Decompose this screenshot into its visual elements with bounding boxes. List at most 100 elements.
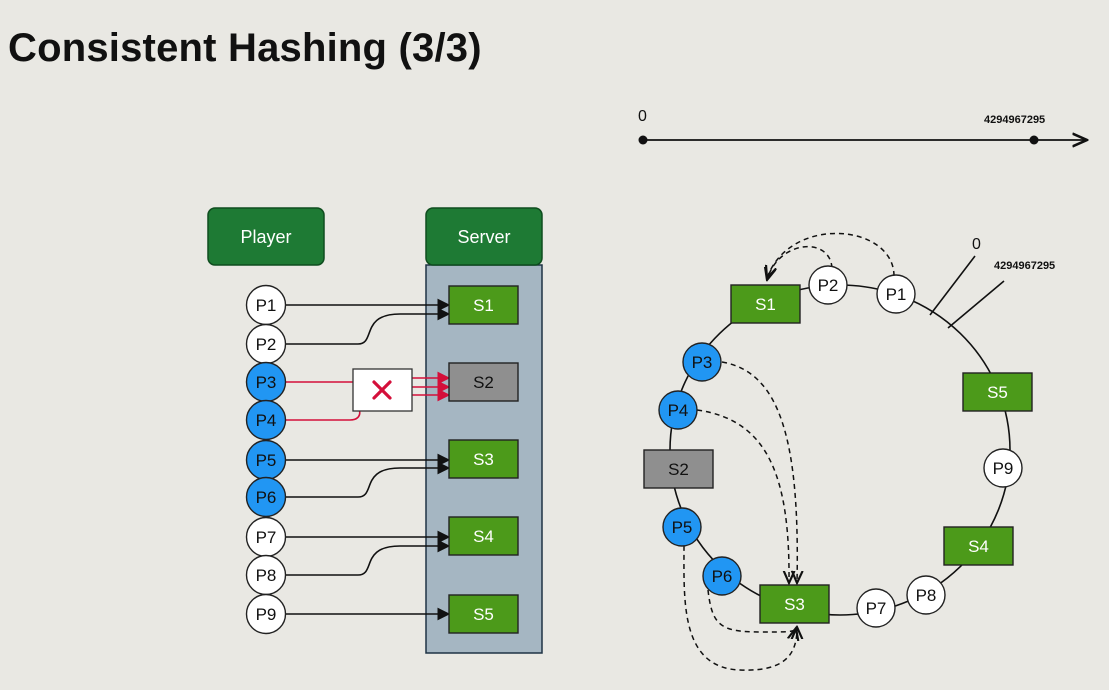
player-label: P6 [712, 567, 733, 586]
remap-p6-s3 [707, 589, 796, 632]
player-circle [245, 593, 287, 635]
player-label: P9 [993, 459, 1014, 478]
player-label: P4 [668, 401, 689, 420]
link-p2-s1 [285, 307, 451, 345]
hash-range-end-dot [1029, 135, 1039, 145]
player-circle [906, 575, 946, 615]
server-label: S5 [987, 383, 1008, 402]
server-node-s1: S1 [448, 285, 519, 325]
ring-max-label: 4294967295 [994, 260, 1055, 272]
server-node-s5: S5 [962, 372, 1033, 412]
server-box [759, 584, 830, 624]
server-box [448, 362, 519, 402]
player-label: P3 [692, 353, 713, 372]
player-label: P9 [256, 605, 277, 624]
server-node-s5: S5 [448, 594, 519, 634]
server-node-s1: S1 [730, 284, 801, 324]
player-label: P1 [256, 296, 277, 315]
player-label: P8 [256, 566, 277, 585]
server-box [643, 449, 714, 489]
hash-range-min-label: 0 [638, 108, 647, 125]
server-label: S3 [784, 595, 805, 614]
server-label: S3 [473, 450, 494, 469]
server-header: Server [457, 227, 510, 247]
server-node-s3: S3 [759, 584, 830, 624]
player-label: P6 [256, 488, 277, 507]
player-node-p2: P2 [245, 323, 287, 365]
player-circle [876, 274, 916, 314]
player-node-p8: P8 [245, 554, 287, 596]
player-node-p2: P2 [808, 265, 848, 305]
hash-range-max-label: 4294967295 [984, 114, 1045, 126]
player-node-p9: P9 [245, 593, 287, 635]
player-node-p8: P8 [906, 575, 946, 615]
player-label: P3 [256, 373, 277, 392]
link-p6-s3 [285, 461, 451, 498]
server-box [730, 284, 801, 324]
server-box [448, 439, 519, 479]
player-node-p1: P1 [245, 284, 287, 326]
player-node-p3: P3 [245, 361, 287, 403]
player-node-p7: P7 [245, 516, 287, 558]
player-circle [658, 390, 698, 430]
player-node-p5: P5 [245, 439, 287, 481]
remap-p1-s1 [767, 232, 895, 278]
hash-range-axis: 0 4294967295 [638, 108, 1087, 145]
player-label: P7 [256, 528, 277, 547]
ring-zero-label: 0 [972, 236, 981, 253]
player-circle [682, 342, 722, 382]
player-node-p3: P3 [682, 342, 722, 382]
server-node-s2: S2 [448, 362, 519, 402]
player-circle [702, 556, 742, 596]
server-label: S4 [473, 527, 494, 546]
link-p8-s4 [285, 539, 451, 576]
red-x-icon [372, 380, 392, 400]
server-label: S1 [473, 296, 494, 315]
server-label: S5 [473, 605, 494, 624]
player-label: P5 [256, 451, 277, 470]
player-circle [245, 399, 287, 441]
player-node-p4: P4 [245, 399, 287, 441]
server-node-s4: S4 [448, 516, 519, 556]
player-node-p7: P7 [856, 588, 896, 628]
player-label: P1 [886, 285, 907, 304]
server-node-s3: S3 [448, 439, 519, 479]
player-header-box [207, 207, 325, 266]
server-label: S2 [473, 373, 494, 392]
hash-range-start-dot [638, 135, 648, 145]
ring-max-marker [947, 280, 1005, 329]
player-circle [662, 507, 702, 547]
slide-title: Consistent Hashing (3/3) [8, 26, 482, 70]
player-node-p6: P6 [702, 556, 742, 596]
server-label: S2 [668, 460, 689, 479]
player-node-p9: P9 [983, 448, 1023, 488]
remap-p2-s1 [767, 246, 833, 280]
ring-zero-marker [929, 255, 976, 316]
player-node-p1: P1 [876, 274, 916, 314]
server-node-s2: S2 [643, 449, 714, 489]
player-label: P8 [916, 586, 937, 605]
link-p4-s2-failed [285, 403, 361, 421]
server-node-s4: S4 [943, 526, 1014, 566]
player-label: P4 [256, 411, 277, 430]
player-label: P2 [818, 276, 839, 295]
server-label: S1 [755, 295, 776, 314]
player-circle [245, 476, 287, 518]
server-box [448, 285, 519, 325]
server-box [448, 594, 519, 634]
player-label: P2 [256, 335, 277, 354]
player-label: P5 [672, 518, 693, 537]
remap-p3-s3 [721, 361, 797, 583]
player-circle [808, 265, 848, 305]
server-box [943, 526, 1014, 566]
player-label: P7 [866, 599, 887, 618]
player-node-p4: P4 [658, 390, 698, 430]
server-box [962, 372, 1033, 412]
player-circle [856, 588, 896, 628]
player-node-p6: P6 [245, 476, 287, 518]
